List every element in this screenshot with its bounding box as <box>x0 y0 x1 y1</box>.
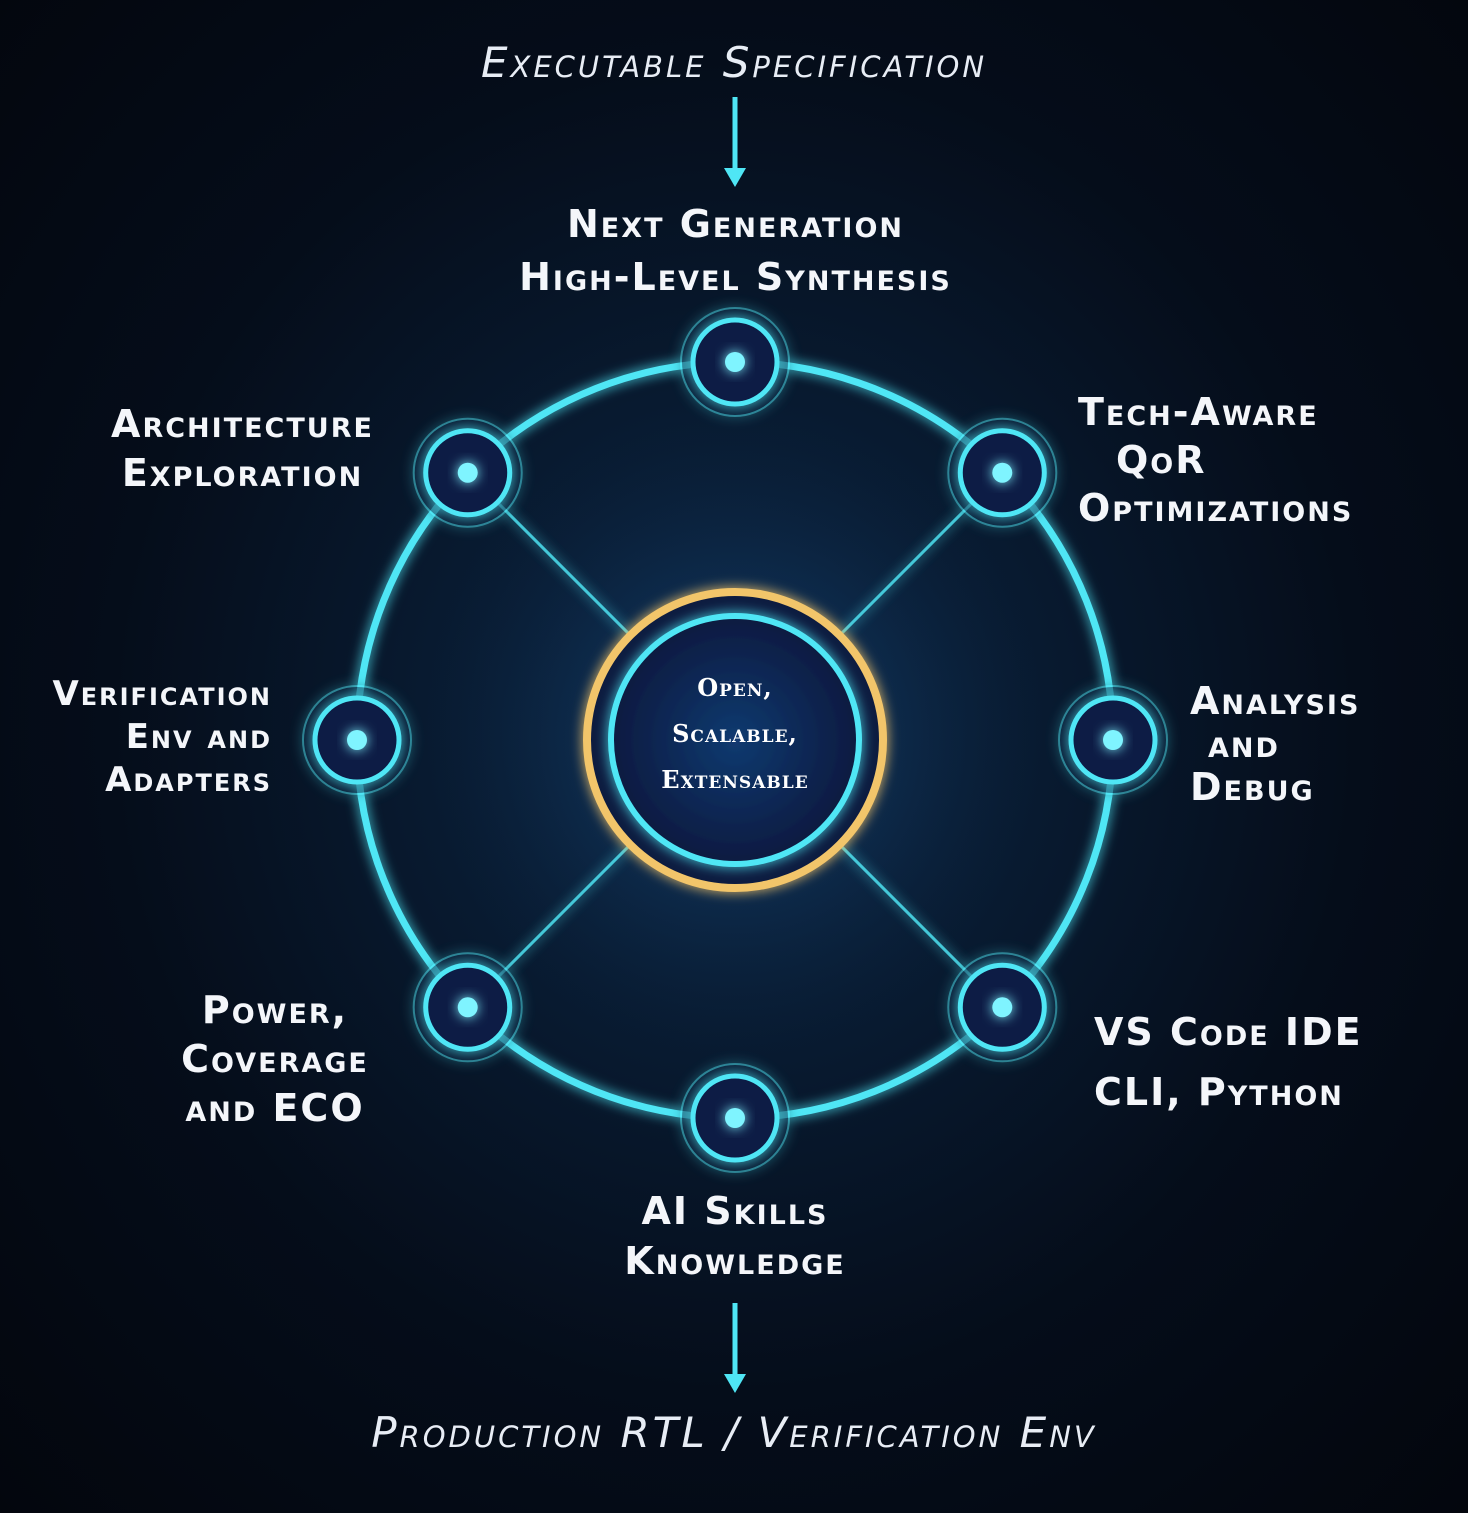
label-line: Debug <box>1190 765 1315 809</box>
center-line: Extensable <box>661 765 809 794</box>
node-qor <box>947 417 1058 528</box>
node-ide <box>947 952 1058 1063</box>
label-architecture: Architecture Exploration <box>80 400 405 498</box>
label-power: Power, Coverage and ECO <box>130 986 420 1133</box>
label-line: High-Level Synthesis <box>519 255 952 299</box>
node-dot <box>992 997 1013 1018</box>
node-hls <box>680 307 790 417</box>
label-line: Optimizations <box>1078 486 1354 530</box>
label-ide: VS Code IDE CLI, Python <box>1094 1002 1363 1122</box>
label-line: Exploration <box>121 451 364 495</box>
label-line: Analysis <box>1190 679 1361 723</box>
label-line: Adapters <box>105 760 272 800</box>
node-dot <box>725 352 745 372</box>
center-line: Scalable, <box>672 719 798 748</box>
label-line: QoR <box>1116 438 1207 482</box>
label-line: Verification <box>52 674 272 714</box>
label-line: Env and <box>125 717 272 757</box>
node-analysis <box>1058 685 1168 795</box>
center-cyan-ring <box>608 613 862 867</box>
label-hls: Next Generation High-Level Synthesis <box>488 198 983 304</box>
label-line: and ECO <box>185 1086 365 1130</box>
label-line: Tech-Aware <box>1078 390 1319 434</box>
label-qor: Tech-Aware QoR Optimizations <box>1078 388 1353 532</box>
label-line: Architecture <box>111 402 374 446</box>
label-line: VS Code IDE <box>1094 1010 1363 1054</box>
node-dot <box>725 1108 745 1128</box>
input-label: Executable Specification <box>480 38 988 87</box>
node-verification <box>302 685 412 795</box>
label-line: Knowledge <box>624 1239 846 1283</box>
label-ai: AI Skills Knowledge <box>560 1186 910 1286</box>
node-dot <box>1103 730 1123 750</box>
output-arrow <box>724 1303 746 1393</box>
label-analysis: Analysis and Debug <box>1190 680 1360 809</box>
node-dot <box>992 462 1013 483</box>
node-architecture <box>412 417 523 528</box>
label-line: Coverage <box>181 1037 369 1081</box>
node-dot <box>347 730 367 750</box>
center-label: Open, Scalable, Extensable <box>615 665 855 803</box>
label-line: Power, <box>201 988 349 1032</box>
output-label: Production RTL / Verification Env <box>371 1408 1097 1457</box>
label-verification: Verification Env and Adapters <box>0 673 272 802</box>
input-arrow <box>724 97 746 187</box>
node-dot <box>457 997 478 1018</box>
label-line: CLI, Python <box>1094 1070 1344 1114</box>
label-line: AI Skills <box>641 1189 829 1233</box>
center-line: Open, <box>697 673 773 702</box>
node-dot <box>457 462 478 483</box>
node-ai <box>680 1063 790 1173</box>
label-line: Next Generation <box>567 202 904 246</box>
node-power <box>412 952 523 1063</box>
label-line: and <box>1208 722 1280 766</box>
